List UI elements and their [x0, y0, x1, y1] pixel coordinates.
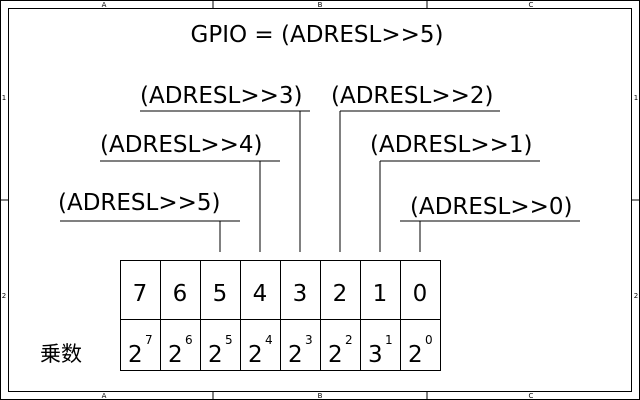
- power-base-3: 2: [248, 342, 263, 368]
- expr-shift-1: (ADRESL>>1): [370, 132, 533, 158]
- power-exponent-5: 2: [345, 333, 353, 347]
- expr-shift-0: (ADRESL>>0): [410, 194, 573, 220]
- leader-lines: [60, 110, 580, 252]
- bit-cell-5: 2: [333, 281, 348, 307]
- zone-label-top-c: C: [529, 1, 534, 9]
- bit-cell-7: 0: [413, 281, 428, 307]
- expr-shift-4: (ADRESL>>4): [100, 132, 263, 158]
- bit-cell-1: 6: [173, 281, 188, 307]
- zone-label-top-b: B: [318, 1, 323, 9]
- zone-label-right-2: 2: [634, 292, 638, 300]
- register-table: [120, 260, 441, 371]
- inner-border: [8, 8, 632, 392]
- expr-shift-5: (ADRESL>>5): [58, 190, 221, 216]
- power-base-6: 3: [368, 342, 383, 368]
- power-base-2: 2: [208, 342, 223, 368]
- power-base-7: 2: [408, 342, 423, 368]
- power-base-1: 2: [168, 342, 183, 368]
- power-exponent-6: 1: [385, 333, 393, 347]
- zone-label-left-1: 1: [2, 94, 6, 102]
- expr-shift-2: (ADRESL>>2): [331, 83, 494, 109]
- power-exponent-1: 6: [185, 333, 193, 347]
- zone-label-bottom-c: C: [529, 392, 534, 400]
- power-exponent-2: 5: [225, 333, 233, 347]
- zone-label-bottom-b: B: [318, 392, 323, 400]
- diagram-title: GPIO = (ADRESL>>5): [191, 22, 444, 48]
- power-base-4: 2: [288, 342, 303, 368]
- zone-label-bottom-a: A: [102, 392, 107, 400]
- multiplier-label: 乗数: [40, 342, 82, 366]
- bit-cell-3: 4: [253, 281, 268, 307]
- zone-label-right-1: 1: [634, 94, 638, 102]
- bit-cell-6: 1: [373, 281, 388, 307]
- bit-cell-0: 7: [133, 281, 148, 307]
- power-exponent-3: 4: [265, 333, 273, 347]
- power-base-5: 2: [328, 342, 343, 368]
- power-exponent-7: 0: [425, 333, 433, 347]
- expr-shift-3: (ADRESL>>3): [140, 83, 303, 109]
- power-exponent-4: 3: [305, 333, 313, 347]
- zone-label-top-a: A: [102, 1, 107, 9]
- zone-label-left-2: 2: [2, 292, 6, 300]
- bit-cell-4: 3: [293, 281, 308, 307]
- bit-cell-2: 5: [213, 281, 228, 307]
- power-base-0: 2: [128, 342, 143, 368]
- power-exponent-0: 7: [145, 333, 153, 347]
